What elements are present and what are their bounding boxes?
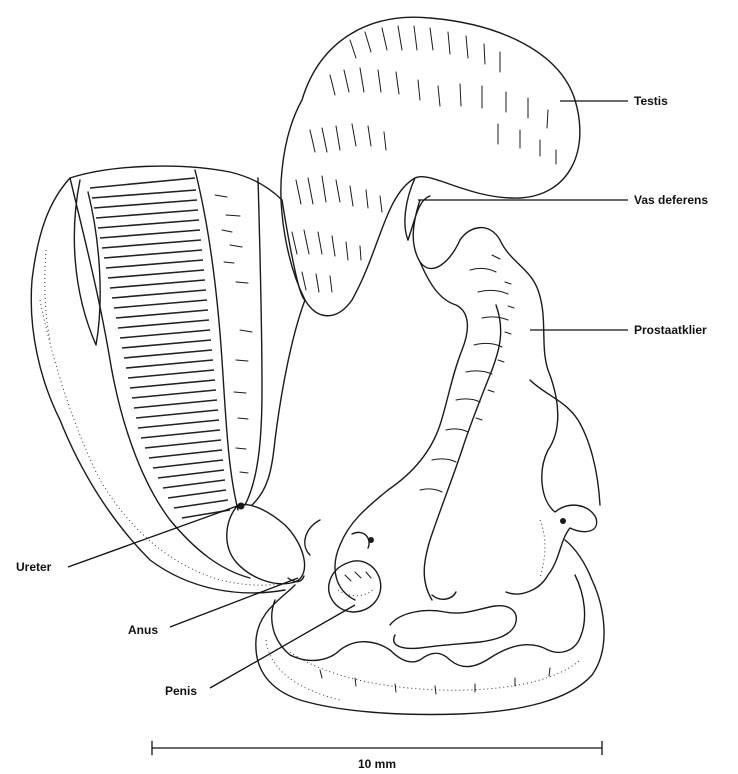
- scale-bar: 10 mm: [152, 741, 602, 771]
- prostaatklier-label: Prostaatklier: [634, 323, 707, 337]
- testis-organ: [281, 17, 580, 316]
- body-wall: [31, 166, 305, 593]
- scale-bar-label: 10 mm: [358, 757, 396, 771]
- lower-body-ring: [256, 518, 604, 714]
- ureter-opening: [227, 503, 305, 584]
- ureter-leader: [68, 505, 240, 567]
- prostaatklier-organ: [335, 228, 600, 600]
- vas-deferens-duct: [408, 196, 460, 268]
- testis-label: Testis: [634, 94, 668, 108]
- vas-deferens-label: Vas deferens: [634, 193, 708, 207]
- anus-leader: [170, 578, 298, 627]
- anus-label: Anus: [128, 623, 158, 637]
- penis-organ: [329, 561, 381, 612]
- penis-label: Penis: [165, 684, 197, 698]
- ureter-label: Ureter: [16, 560, 52, 574]
- penis-leader: [210, 605, 355, 688]
